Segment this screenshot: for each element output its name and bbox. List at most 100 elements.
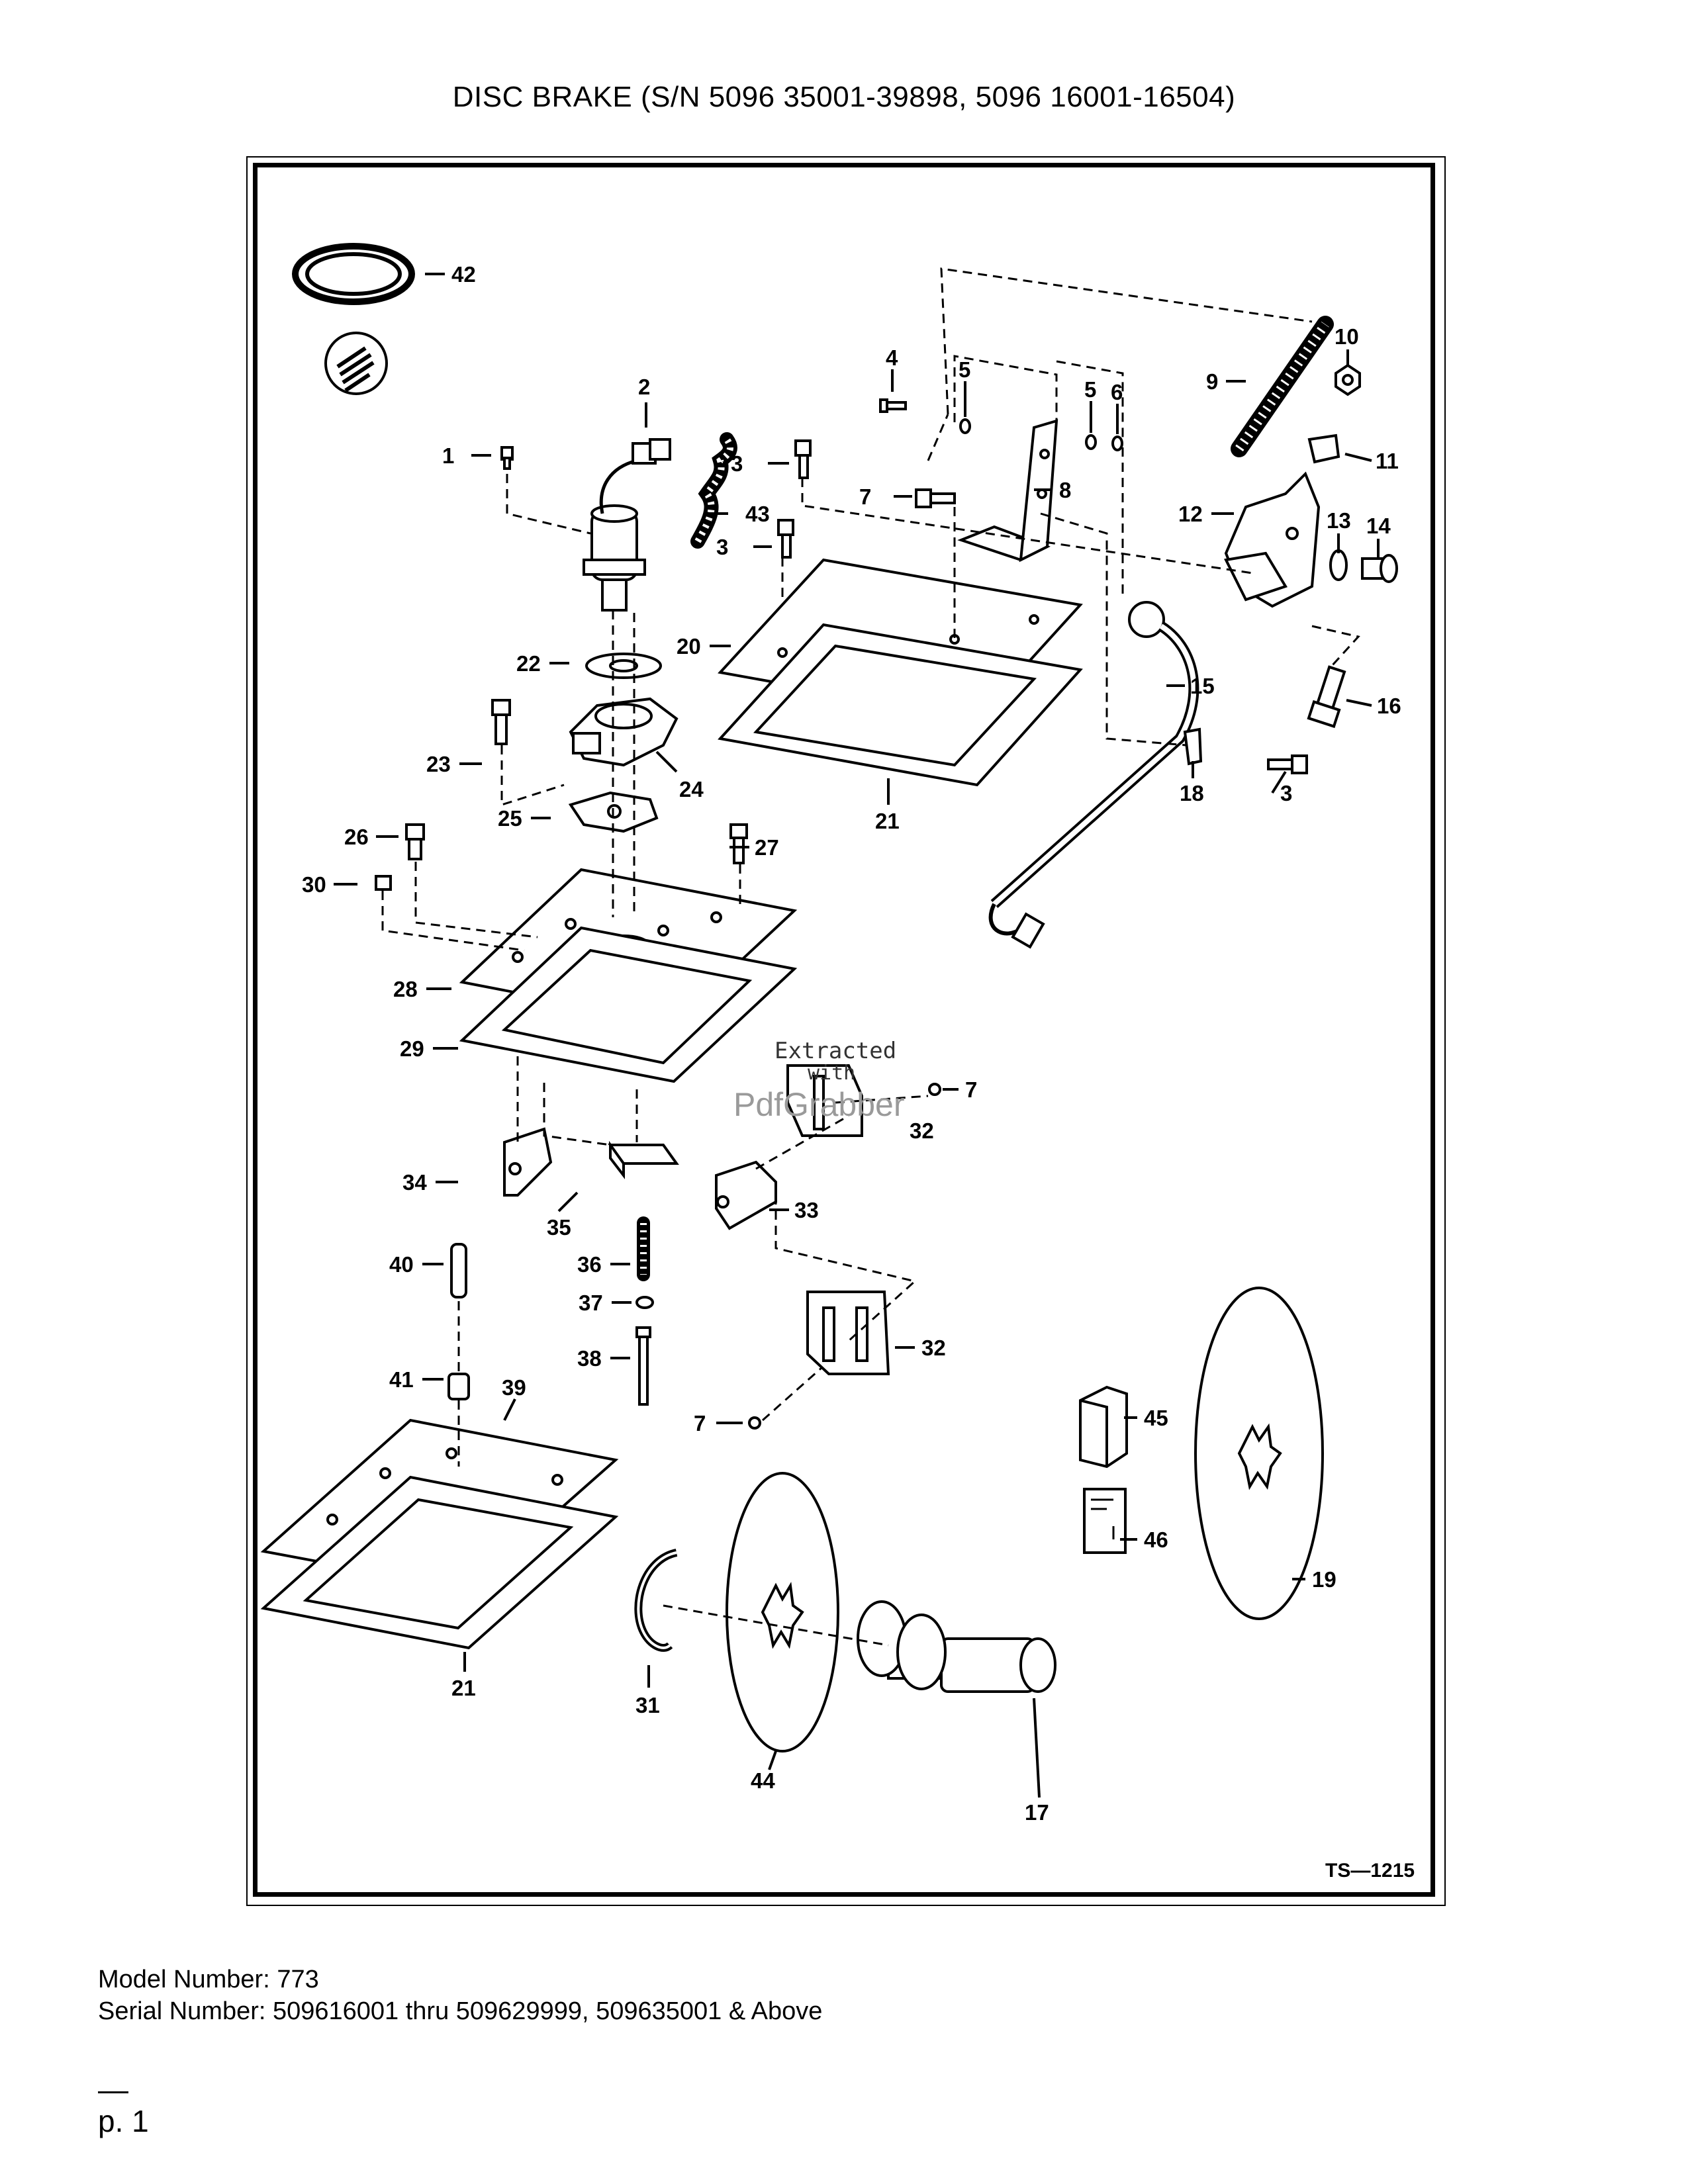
- callout-11: 11: [1376, 449, 1399, 473]
- callout-35: 35: [547, 1215, 571, 1240]
- callout-37: 37: [579, 1291, 603, 1315]
- callout-labels: 42 1 2 3 3 3 4 5 5 6 7 7 7 8 9 10 11 12 …: [302, 262, 1415, 1882]
- callout-30: 30: [302, 872, 326, 897]
- part-30-nut: [375, 875, 392, 891]
- callout-3-right: 3: [1280, 781, 1292, 805]
- callout-33: 33: [794, 1198, 819, 1222]
- callout-25: 25: [498, 806, 522, 831]
- callout-22: 22: [516, 651, 541, 676]
- callout-17: 17: [1025, 1800, 1049, 1825]
- part-21-gasket-lower: [260, 1475, 619, 1650]
- callout-10: 10: [1335, 324, 1359, 349]
- exploded-parts-diagram: 42 1 2 3 3 3 4 5 5 6 7 7 7 8 9 10 11 12 …: [260, 243, 1415, 1882]
- serial-number: Serial Number: 509616001 thru 509629999,…: [98, 1997, 823, 2025]
- part-24-actuator-housing: [569, 697, 679, 767]
- part-35-cam: [608, 1140, 679, 1179]
- part-45-pad-kit: [1079, 1385, 1128, 1469]
- part-34-block: [503, 1127, 553, 1197]
- part-32-caliper-upper: [786, 1064, 863, 1137]
- callout-42: 43: [745, 502, 770, 526]
- part-37-washer: [635, 1296, 654, 1309]
- part-16-bolt: [1307, 665, 1346, 729]
- page-number: p. 1: [98, 2104, 149, 2138]
- callout-44: 44: [751, 1768, 775, 1793]
- watermark-with: with: [808, 1062, 856, 1085]
- part-43-wire-loop: [292, 243, 415, 305]
- callout-1: 1: [442, 443, 454, 468]
- part-22-gasket: [585, 653, 662, 679]
- callout-43: 42: [451, 262, 476, 287]
- callout-19: 19: [1312, 1567, 1336, 1592]
- part-6-lockwasher: [1111, 435, 1123, 451]
- part-21-gasket-upper: [718, 623, 1083, 787]
- diagram-inner-frame: [253, 163, 1435, 1897]
- callout-46: 46: [1144, 1527, 1168, 1552]
- callout-3-middle: 3: [716, 535, 728, 559]
- callout-28: 28: [393, 977, 418, 1001]
- callout-21-upper: 21: [875, 809, 900, 833]
- callout-34: 34: [402, 1170, 427, 1195]
- part-41-bushing: [447, 1373, 470, 1400]
- part-5-washer-right: [1085, 434, 1097, 450]
- callout-39: 39: [502, 1375, 526, 1400]
- part-7-nut-mid: [928, 1083, 941, 1096]
- callout-26: 26: [344, 825, 369, 849]
- callout-5-right: 5: [1084, 377, 1096, 402]
- callout-5-left: 5: [959, 357, 970, 382]
- part-46-instruction-sheet: [1083, 1488, 1127, 1554]
- callout-15: 15: [1190, 674, 1215, 698]
- callout-9: 9: [1206, 369, 1218, 394]
- callout-24: 24: [679, 777, 704, 801]
- page-title: DISC BRAKE (S/N 5096 35001-39898, 5096 1…: [452, 81, 1236, 113]
- part-12-pedal-lever: [1224, 471, 1321, 608]
- callout-18: 18: [1180, 781, 1204, 805]
- part-3-bolt-right: [1267, 754, 1308, 774]
- watermark-pdfgrabber: PdfGrabber: [733, 1086, 905, 1123]
- assembly-guide-lines: [381, 267, 1360, 1647]
- part-10-nut: [1335, 363, 1361, 396]
- callout-36: 36: [577, 1252, 602, 1277]
- callout-20: 20: [677, 634, 701, 659]
- part-14-bushing: [1361, 554, 1398, 583]
- watermark-extracted: Extracted: [774, 1038, 897, 1064]
- callout-21-lower: 21: [451, 1676, 476, 1700]
- callout-31: 31: [635, 1693, 660, 1717]
- callout-4: 4: [886, 345, 898, 370]
- callout-23: 23: [426, 752, 451, 776]
- callout-27: 27: [755, 835, 779, 860]
- part-40-pin: [450, 1243, 467, 1298]
- callout-8: 8: [1059, 478, 1071, 502]
- part-7-bolt-upper: [915, 488, 956, 508]
- part-17-sprocket-shaft: [857, 1600, 1056, 1693]
- footer-rule: [98, 2091, 128, 2093]
- part-38-bolt: [635, 1326, 651, 1406]
- diagram-outer-frame: [246, 156, 1446, 1906]
- part-3-bolt-middle: [777, 519, 794, 559]
- part-33-block: [715, 1160, 777, 1230]
- part-32-caliper-lower: [806, 1291, 890, 1375]
- callout-12: 12: [1178, 502, 1203, 526]
- callout-41: 41: [389, 1367, 414, 1392]
- part-31-snap-ring: [634, 1549, 678, 1652]
- part-1-bolt: [500, 446, 514, 470]
- figure-code: TS—1215: [1325, 1860, 1415, 1882]
- callout-45: 45: [1144, 1406, 1168, 1430]
- part-42-coil: [690, 432, 737, 549]
- callout-7-mid: 7: [965, 1077, 977, 1102]
- part-27-bolt: [729, 823, 748, 864]
- callout-14: 14: [1366, 514, 1391, 538]
- part-13-washer: [1329, 549, 1348, 581]
- part-7-nut-lower: [748, 1416, 761, 1430]
- callout-7-upper: 7: [859, 484, 871, 509]
- callout-29: 29: [400, 1036, 424, 1061]
- part-19-brake-disc: [1194, 1287, 1324, 1620]
- part-5-washer-left: [959, 418, 971, 434]
- part-11-clip: [1307, 433, 1340, 464]
- part-4-bolt: [879, 398, 907, 413]
- part-26-bolt: [405, 823, 425, 860]
- callout-40: 40: [389, 1252, 414, 1277]
- part-23-bolt: [491, 699, 511, 745]
- model-number: Model Number: 773: [98, 1966, 319, 1993]
- part-44-brake-disc: [726, 1472, 839, 1752]
- callout-2: 2: [638, 375, 650, 399]
